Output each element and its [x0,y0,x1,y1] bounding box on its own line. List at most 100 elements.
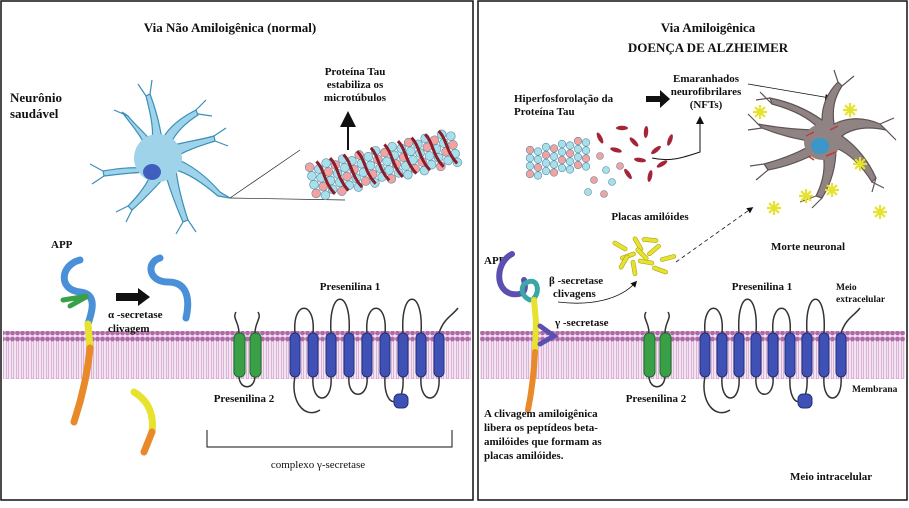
amyloid-fibril [659,254,677,262]
tubulin-dimer [581,138,591,147]
presenilin2-label-right: Presenilina 2 [626,393,687,405]
tubulin-dimer [573,160,583,170]
presenilin1-helix [733,332,745,378]
tau-strand [328,156,350,192]
nft-label-line2: neurofibrilares [671,86,742,98]
tubulin-dimer [541,158,551,168]
amyloid-fibril [641,237,659,243]
presenilin2-right [643,311,672,388]
tubulin-dimer [573,152,583,162]
neurofibrillary-tangles [596,125,673,182]
nft-fragment [616,125,628,131]
amyloid-fibril [630,259,638,277]
presenilin2-left [233,311,262,388]
nft-fragment [634,157,646,163]
amyloid-bursts [753,103,887,219]
amyloid-fibril [612,240,628,252]
complex-label: complexo γ-secretase [271,459,365,471]
loose-tubulin [590,176,598,184]
loose-tubulin [608,178,616,186]
presenilin1-helix [767,332,779,378]
complex-bracket [206,430,453,448]
nft-label-line3: (NFTs) [690,99,723,111]
alpha-label-line2: clivagem [108,323,150,335]
presenilin1-helix [325,332,337,378]
tubulin-dimer [320,190,331,200]
amyloid-burst [767,201,781,215]
tubulin-dimer [533,147,543,156]
tubulin-dimer [549,144,559,153]
presenilin1-helix [784,332,796,378]
tau-strand [342,153,364,189]
loose-tubulin [602,166,610,174]
dying-neuron [747,69,897,209]
presenilin1-helix [289,332,301,378]
caption-line3: amilóides que formam as [484,436,602,448]
tubulin-dimer [557,163,567,173]
beta-label-line1: β -secretase [549,275,603,287]
nucleus [143,164,161,180]
tubulin-dimer [525,153,535,163]
dying-nucleus [811,138,829,154]
presenilin1-left [289,298,459,414]
nft-fragment [647,170,653,182]
presenilin1-helix [818,332,830,378]
nft-fragment [651,145,661,155]
tubulin-dimer [581,146,591,155]
gamma-label: γ -secretase [554,317,609,329]
caption-line2: libera os peptídeos beta- [484,422,598,434]
left-panel-frame [0,0,474,501]
loose-tubulin [616,162,624,170]
presenilin1-domain [393,393,409,409]
zoom-line-1 [229,149,301,199]
tubulin-dimer [541,166,551,176]
nft-pointer [747,83,832,101]
app-protein-left [60,254,192,456]
plaques-to-death-arrow [675,207,754,263]
extracellular-label-line1: Meio [836,283,857,293]
tubulin-dimer [549,168,559,177]
presenilin2-loop [234,311,260,388]
alpha-arrow [116,288,150,306]
healthy-neuron-label-line2: saudável [10,106,59,121]
presenilin2-loop [644,311,670,388]
healthy-neuron-label-line1: Neurônio [10,90,62,105]
tubulin-dimer [541,150,551,160]
tubulin-dimer [525,145,535,155]
tau-label-line1: Proteína Tau [325,66,386,78]
nft-fragment [629,137,639,147]
presenilin2-helix [659,332,672,378]
amyloid-fibril [652,265,668,275]
nft-fragment [624,168,632,180]
presenilin1-helix [361,332,373,378]
nft-arrow [646,90,670,108]
death-label: Morte neuronal [771,241,845,253]
alpha-label-line1: α -secretase [108,309,163,321]
presenilin1-domain [797,393,813,409]
tau-strand [423,133,445,168]
loose-tubulin [596,152,604,160]
tubulin-dimer [533,163,543,172]
presenilin1-helix [397,332,409,378]
caption-line4: placas amilóides. [484,450,564,462]
tubulin-dimer [311,188,321,199]
tau-strand [437,129,459,165]
tubulin-dimer [573,144,583,154]
tubulin-dimer [557,139,567,149]
tubulin-dimer [573,136,583,146]
caption-line1: A clivagem amiloigênica [484,408,598,420]
tubulin-dimer [360,176,371,186]
tau-strand [356,150,377,185]
presenilin1-helix [801,332,813,378]
hyper-label-line2: Proteína Tau [514,106,575,118]
nft-fragment [667,134,673,146]
amyloid-burst [843,103,857,117]
loose-tubulin [600,190,608,198]
presenilin1-label-right: Presenilina 1 [732,281,793,293]
presenilin1-helix [716,332,728,378]
amyloid-burst [853,157,867,171]
hyperphosphorylated-tau [525,136,624,198]
tubulin-dimer [565,141,575,150]
